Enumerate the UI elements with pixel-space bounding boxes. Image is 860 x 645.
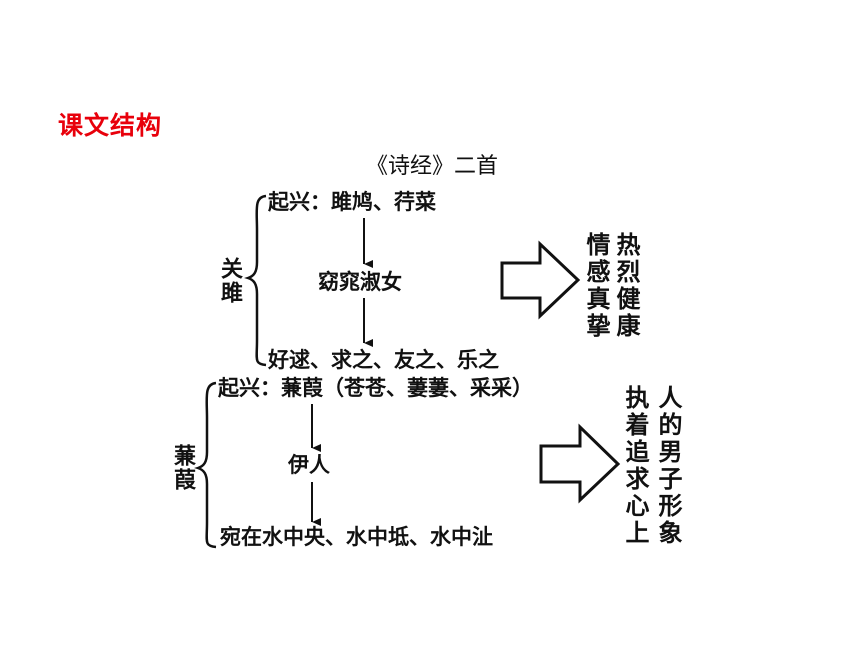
- jianjia-result-arrow: [539, 423, 621, 504]
- guanju-result-arrow: [500, 240, 581, 320]
- guanju-conclusion-right: 热烈健康: [612, 232, 640, 340]
- guanju-middle: 窈窕淑女: [318, 270, 402, 294]
- jianjia-label: 蒹葭: [170, 444, 195, 492]
- jianjia-brace: [194, 381, 217, 549]
- section-title: 课文结构: [58, 111, 163, 140]
- guanju-conclusion-left: 情感真挚: [582, 232, 610, 340]
- guanju-label: 关雎: [217, 257, 242, 305]
- jianjia-end: 宛在水中央、水中坻、水中沚: [220, 525, 493, 549]
- diagram-title: 《诗经》二首: [366, 154, 499, 179]
- guanju-brace: [244, 194, 267, 367]
- jianjia-conclusion-left: 执着追求心上: [621, 385, 649, 547]
- jianjia-conclusion-right: 人的男子形象: [654, 385, 682, 547]
- guanju-start: 起兴：雎鸠、荇菜: [268, 190, 436, 214]
- jianjia-middle: 伊人: [288, 453, 330, 477]
- jianjia-start: 起兴：蒹葭（苍苍、萋萋、采采）: [218, 376, 533, 400]
- guanju-end: 好逑、求之、友之、乐之: [268, 348, 499, 372]
